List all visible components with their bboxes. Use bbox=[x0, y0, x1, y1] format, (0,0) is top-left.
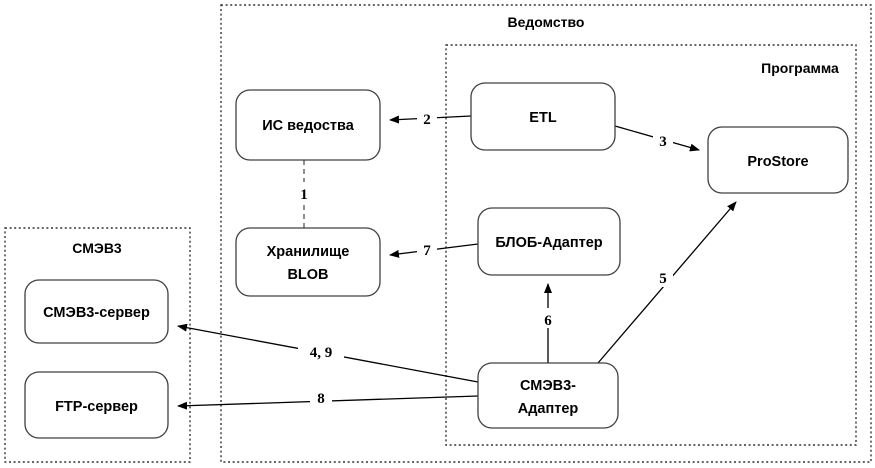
edge-5-label-bg bbox=[653, 267, 673, 287]
node-blob-adapter[interactable]: БЛОБ-Адаптер bbox=[477, 207, 621, 276]
container-vedomstvo: Ведомство bbox=[220, 4, 872, 463]
node-ftp-server-box[interactable] bbox=[24, 371, 169, 439]
edge-7-label: 7 bbox=[423, 243, 431, 259]
node-prostore[interactable]: ProStore bbox=[707, 126, 849, 194]
node-hranilische-blob-label-line2: BLOB bbox=[287, 267, 328, 283]
node-prostore-label: ProStore bbox=[747, 154, 808, 170]
container-smev3-label: СМЭВ3 bbox=[72, 240, 122, 256]
node-smev3-server-box[interactable] bbox=[24, 279, 169, 344]
node-smev3-adapter-box[interactable] bbox=[477, 362, 619, 429]
node-etl[interactable]: ETL bbox=[470, 82, 616, 151]
edge-8: 8 bbox=[177, 386, 479, 410]
node-smev3-server[interactable]: СМЭВ3-сервер bbox=[24, 279, 169, 344]
container-programma: Программа bbox=[445, 44, 857, 446]
edge-1-label-bg bbox=[294, 182, 316, 202]
node-ftp-server[interactable]: FTP-сервер bbox=[24, 371, 169, 439]
node-ftp-server-label: FTP-сервер bbox=[55, 399, 138, 415]
edge-1: 1 bbox=[294, 160, 316, 228]
edge-7: 7 bbox=[389, 239, 479, 259]
node-etl-box[interactable] bbox=[470, 82, 616, 151]
edge-3: 3 bbox=[614, 125, 700, 152]
node-is-vedomstva[interactable]: ИС ведоства bbox=[235, 89, 381, 161]
edge-1-label: 1 bbox=[300, 187, 308, 203]
edge-3-label: 3 bbox=[659, 134, 667, 150]
edge-4-9: 4, 9 bbox=[177, 323, 479, 383]
edge-6-label-bg bbox=[538, 308, 558, 328]
edge-3-label-bg bbox=[653, 130, 673, 150]
container-programma-label: Программа bbox=[761, 60, 839, 76]
node-blob-adapter-box[interactable] bbox=[477, 207, 621, 276]
edge-5: 5 bbox=[597, 201, 737, 364]
edge-6-label: 6 bbox=[544, 313, 552, 329]
edge-8-label-bg bbox=[310, 386, 332, 406]
node-smev3-adapter-label-line1: СМЭВ3- bbox=[520, 378, 576, 394]
node-is-vedomstva-label: ИС ведоства bbox=[262, 118, 354, 134]
node-hranilische-blob[interactable]: Хранилище BLOB bbox=[235, 227, 381, 297]
container-smev3: СМЭВ3 bbox=[4, 227, 191, 463]
node-hranilische-blob-box[interactable] bbox=[235, 227, 381, 297]
node-prostore-box[interactable] bbox=[707, 126, 849, 194]
edge-7-label-bg bbox=[417, 239, 437, 259]
container-smev3-frame bbox=[4, 227, 191, 463]
node-smev3-server-label: СМЭВ3-сервер bbox=[43, 305, 150, 321]
edge-2-label-bg bbox=[417, 108, 437, 128]
edge-8-label: 8 bbox=[317, 391, 325, 407]
edge-4-9-label-bg bbox=[298, 340, 344, 360]
edge-6: 6 bbox=[538, 283, 558, 363]
edge-2-label: 2 bbox=[423, 112, 431, 128]
node-blob-adapter-label: БЛОБ-Адаптер bbox=[495, 235, 602, 251]
edge-5-label: 5 bbox=[659, 271, 667, 287]
container-vedomstvo-frame bbox=[220, 4, 872, 463]
edge-2: 2 bbox=[389, 108, 472, 128]
node-etl-label: ETL bbox=[529, 110, 557, 126]
node-smev3-adapter-label-line2: Адаптер bbox=[518, 401, 579, 417]
container-vedomstvo-label: Ведомство bbox=[508, 14, 585, 30]
node-hranilische-blob-label-line1: Хранилище bbox=[267, 244, 350, 260]
node-is-vedomstva-box[interactable] bbox=[235, 89, 381, 161]
node-smev3-adapter[interactable]: СМЭВ3- Адаптер bbox=[477, 362, 619, 429]
edge-4-9-label: 4, 9 bbox=[310, 345, 333, 361]
